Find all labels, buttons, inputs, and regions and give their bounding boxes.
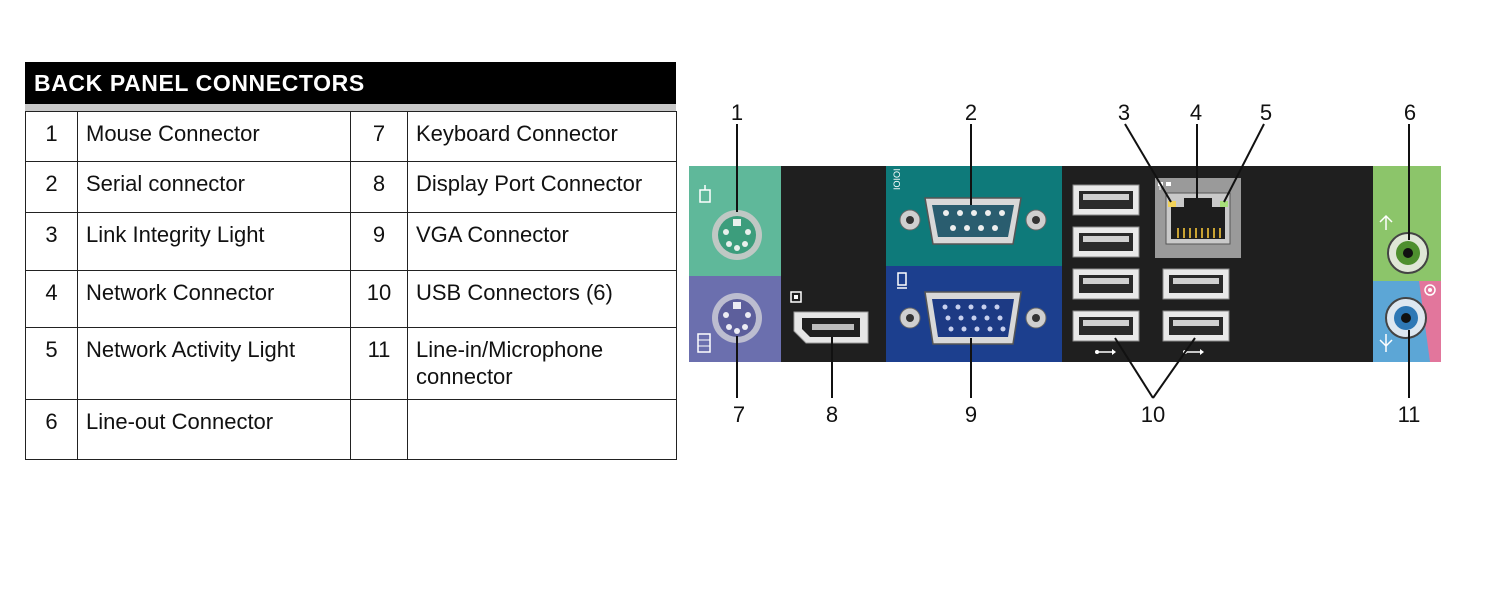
callout-8: 8 bbox=[826, 402, 838, 427]
legend-label: Mouse Connector bbox=[77, 111, 351, 162]
legend-number: 6 bbox=[25, 399, 78, 460]
legend-number: 9 bbox=[350, 212, 408, 271]
network-connector bbox=[1165, 192, 1231, 245]
legend-label: Line-out Connector bbox=[77, 399, 351, 460]
leader-line-5 bbox=[1223, 123, 1265, 203]
legend-number: 4 bbox=[25, 270, 78, 328]
legend-number: 5 bbox=[25, 327, 78, 400]
legend-label: Display Port Connector bbox=[407, 161, 677, 213]
table-row: 1 Mouse Connector 7 Keyboard Connector bbox=[25, 111, 677, 162]
legend-label: Link Integrity Light bbox=[77, 212, 351, 271]
legend-label: Serial connector bbox=[77, 161, 351, 213]
legend-label: Network Connector bbox=[77, 270, 351, 328]
link-integrity-light bbox=[1168, 201, 1176, 207]
legend-number bbox=[350, 399, 408, 460]
legend-number: 1 bbox=[25, 111, 78, 162]
callout-7: 7 bbox=[733, 402, 745, 427]
table-row: 3 Link Integrity Light 9 VGA Connector bbox=[25, 212, 677, 271]
callout-9: 9 bbox=[965, 402, 977, 427]
legend-label: Line-in/Microphone connector bbox=[407, 327, 677, 400]
leader-line-10a bbox=[1114, 337, 1154, 399]
callout-11: 11 bbox=[1398, 402, 1421, 427]
audio-in-icon bbox=[1379, 334, 1393, 352]
keyboard-port-icon bbox=[697, 333, 711, 353]
usb-port bbox=[1072, 226, 1140, 258]
usb-port bbox=[1072, 310, 1140, 342]
usb-port bbox=[1162, 310, 1230, 342]
legend-label: Keyboard Connector bbox=[407, 111, 677, 162]
svg-text:IOIOI: IOIOI bbox=[892, 168, 902, 190]
usb-port bbox=[1162, 268, 1230, 300]
callout-5: 5 bbox=[1260, 100, 1272, 125]
table-row: 4 Network Connector 10 USB Connectors (6… bbox=[25, 270, 677, 328]
mouse-port-icon bbox=[699, 185, 711, 203]
vga-icon bbox=[897, 272, 907, 289]
callout-3: 3 bbox=[1118, 100, 1130, 125]
legend-label: Network Activity Light bbox=[77, 327, 351, 400]
mic-accent bbox=[1419, 281, 1441, 362]
callout-2: 2 bbox=[965, 100, 977, 125]
legend-label: USB Connectors (6) bbox=[407, 270, 677, 328]
ps2-keyboard-connector bbox=[712, 293, 762, 343]
callout-4: 4 bbox=[1190, 100, 1202, 125]
microphone-icon bbox=[1424, 284, 1436, 296]
network-activity-light bbox=[1220, 201, 1228, 207]
usb-port bbox=[1072, 268, 1140, 300]
legend-label bbox=[407, 399, 677, 460]
ps2-mouse-connector bbox=[712, 210, 762, 260]
displayport-icon bbox=[790, 291, 802, 303]
callout-10: 10 bbox=[1141, 402, 1165, 427]
vga-connector bbox=[899, 291, 1047, 345]
legend-number: 11 bbox=[350, 327, 408, 400]
leader-line-3 bbox=[1124, 123, 1172, 203]
callout-1: 1 bbox=[731, 100, 743, 125]
callout-6: 6 bbox=[1404, 100, 1416, 125]
serial-connector bbox=[899, 197, 1047, 245]
displayport-connector bbox=[793, 311, 869, 344]
usb-port bbox=[1072, 184, 1140, 216]
legend-divider bbox=[25, 104, 676, 111]
leader-lines bbox=[736, 123, 1410, 399]
legend-label: VGA Connector bbox=[407, 212, 677, 271]
usb-icon bbox=[1095, 349, 1116, 355]
leader-line-10b bbox=[1152, 337, 1196, 399]
table-row: 2 Serial connector 8 Display Port Connec… bbox=[25, 161, 677, 213]
connector-table: 1 Mouse Connector 7 Keyboard Connector 2… bbox=[25, 111, 677, 460]
audio-out-icon bbox=[1379, 214, 1393, 230]
table-row: 6 Line-out Connector bbox=[25, 399, 677, 460]
table-row: 5 Network Activity Light 11 Line-in/Micr… bbox=[25, 327, 677, 400]
legend-table: BACK PANEL CONNECTORS 1 Mouse Connector … bbox=[25, 62, 677, 460]
legend-title: BACK PANEL CONNECTORS bbox=[25, 62, 676, 104]
serial-icon: IOIOI bbox=[892, 168, 902, 190]
line-in-jack bbox=[1385, 297, 1427, 339]
